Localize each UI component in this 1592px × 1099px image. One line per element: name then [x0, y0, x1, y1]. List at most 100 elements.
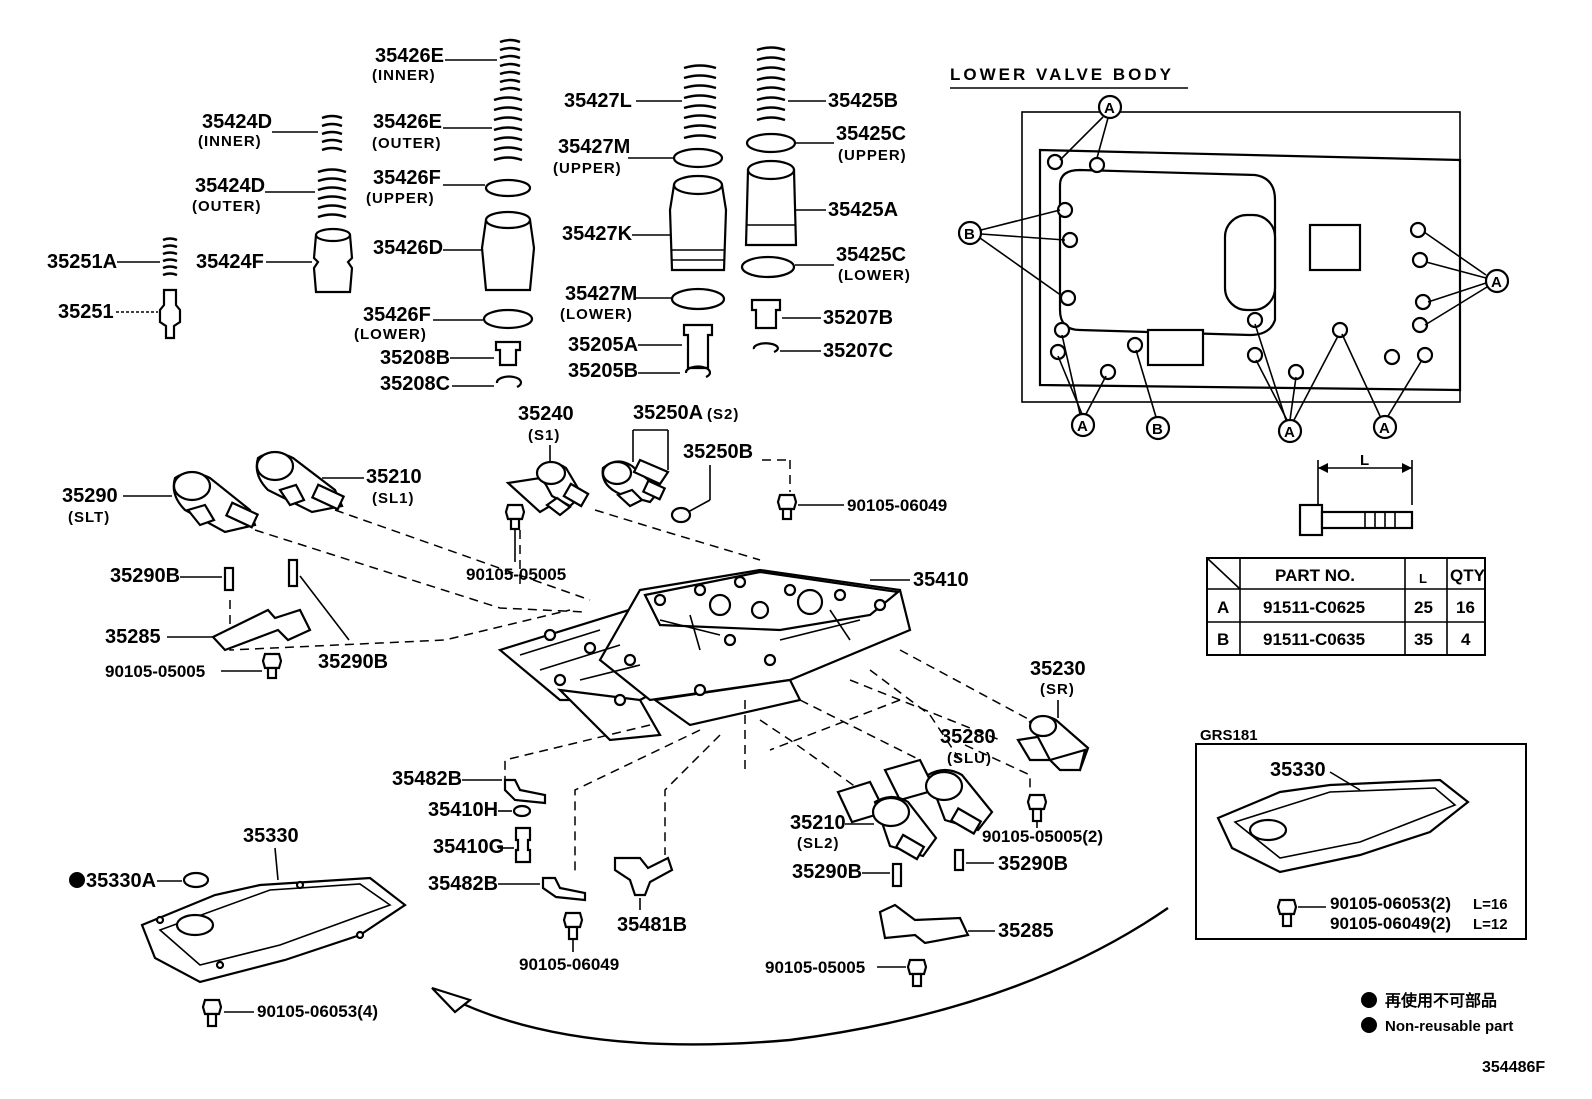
clip-35205B: [684, 365, 711, 379]
diagram-code: 354486F: [1482, 1059, 1545, 1076]
label-35427K: 35427K: [562, 223, 633, 245]
label-35210-sl1: 35210: [366, 466, 422, 488]
springs-group-left: 35426E (INNER) 35426E (OUTER) 35426F (UP…: [47, 38, 536, 395]
label-35427M-upper: 35427M: [558, 136, 630, 158]
legend-dot-en: [1361, 1017, 1377, 1033]
bracket-35285-right: [878, 903, 970, 945]
label-35426F-lower: 35426F: [363, 304, 431, 326]
label-35410H: 35410H: [428, 799, 498, 821]
label-35251A: 35251A: [47, 251, 117, 273]
label-35280-sub: (SLU): [947, 750, 992, 767]
solenoid-35290-slt: [172, 470, 260, 534]
plate-port: [1223, 213, 1277, 312]
label-35426F-upper-sub: (UPPER): [366, 190, 435, 207]
label-35205B: 35205B: [568, 360, 638, 382]
marker-a-bottom-1: A: [1057, 334, 1107, 438]
solenoid-35250A-s2: [601, 458, 670, 508]
solenoid-35240-s1: [505, 460, 590, 517]
label-35250A-sub: (S2): [707, 406, 739, 423]
label-35285-right: 35285: [998, 920, 1054, 942]
label-35290B-left2: 35290B: [318, 651, 388, 673]
clip-35207C: [752, 342, 779, 354]
marker-a-bottom-2: A: [1254, 323, 1339, 444]
valve-block-a: [1308, 223, 1362, 272]
table-row-a-partno: 91511-C0625: [1263, 598, 1365, 617]
gasket-35330A: [182, 871, 210, 889]
table-header-qty: QTY: [1450, 566, 1486, 585]
label-bolt-90105-05005-left: 90105-05005: [105, 662, 205, 681]
label-35424F: 35424F: [196, 251, 264, 273]
legend-jp: 再使用不可部品: [1385, 991, 1497, 1010]
bolt-90105-06049-bottom: [562, 911, 584, 941]
bolt-90105-05005-left: [261, 652, 283, 680]
label-35285-left: 35285: [105, 626, 161, 648]
bolt-90105-05005-bottom: [906, 958, 928, 988]
sleeve-35426D: [480, 218, 536, 292]
ring-35427M-lower: [670, 287, 726, 311]
spring-35427L: [683, 64, 717, 140]
ring-35427M-upper: [672, 147, 724, 169]
label-35205A: 35205A: [568, 334, 638, 356]
lower-middle-parts: 35482B 35410H 35410G 35482B 90105-06049 …: [392, 768, 687, 974]
table-row-a-qty: 16: [1456, 598, 1475, 617]
label-bolt-90105-05005-2: 90105-05005(2): [982, 827, 1103, 846]
inset-title: LOWER VALVE BODY: [950, 65, 1174, 84]
marker-a-right: A: [1423, 231, 1510, 326]
label-35425B: 35425B: [828, 90, 898, 112]
label-35230: 35230: [1030, 658, 1086, 680]
label-35410G: 35410G: [433, 836, 504, 858]
clip-35482B-upper: [503, 778, 547, 805]
legend-en: Non-reusable part: [1385, 1018, 1513, 1035]
valve-body-35410: [497, 568, 912, 742]
svg-text:A: A: [1491, 274, 1503, 291]
bolt-90105-06053-4: [201, 998, 223, 1028]
label-35210-sl1-sub: (SL1): [372, 490, 415, 507]
spring-35424D-inner: [321, 114, 343, 152]
svg-text:B: B: [964, 226, 976, 243]
valve-block-b: [1146, 328, 1205, 367]
plug-35410G: [514, 826, 532, 864]
label-35426E-outer-sub: (OUTER): [372, 135, 442, 152]
plug-35207B: [750, 298, 782, 330]
oil-strainer-group: 35330 35330A 90105-06053(4): [69, 825, 407, 1028]
grs181-bolt-line2: 90105-06049(2): [1330, 914, 1451, 933]
bolt-table: PART NO. L QTY A 91511-C0625 25 16 B 915…: [1206, 557, 1486, 656]
label-35426F-lower-sub: (LOWER): [354, 326, 427, 343]
label-35330A: 35330A: [86, 870, 156, 892]
pin-35290B-right2: [891, 862, 903, 888]
grs181-strainer-35330: [1216, 778, 1470, 874]
label-35424D-outer-sub: (OUTER): [192, 198, 262, 215]
svg-text:A: A: [1379, 420, 1391, 437]
ring-35425C-lower: [740, 255, 796, 279]
label-35424D-inner: 35424D: [202, 111, 272, 133]
label-bolt-90105-05005-bottom: 90105-05005: [765, 958, 865, 977]
ring-35425C-upper: [745, 132, 797, 154]
label-35424D-inner-sub: (INNER): [198, 133, 262, 150]
grs181-bolt-line1: 90105-06053(2): [1330, 894, 1451, 913]
label-bolt-90105-05005-top: 90105-05005: [466, 565, 566, 584]
ring-35426F-lower: [482, 308, 534, 330]
label-35290: 35290: [62, 485, 118, 507]
non-reusable-mark: [69, 872, 85, 888]
pin-35290B-left: [223, 566, 235, 592]
label-35240: 35240: [518, 403, 574, 425]
svg-text:B: B: [1152, 421, 1164, 438]
label-35290B-left: 35290B: [110, 565, 180, 587]
spring-35251A: [162, 237, 178, 277]
label-35280: 35280: [940, 726, 996, 748]
table-header-partno: PART NO.: [1275, 566, 1355, 585]
table-row-b-key: B: [1217, 630, 1229, 649]
label-35426F-upper: 35426F: [373, 167, 441, 189]
label-35425C-lower: 35425C: [836, 244, 906, 266]
label-35250A: 35250A: [633, 402, 703, 424]
label-35210-sl2-sub: (SL2): [797, 835, 840, 852]
label-35424D-outer: 35424D: [195, 175, 265, 197]
pin-35290B-right: [953, 848, 965, 872]
label-35230-sub: (SR): [1040, 681, 1075, 698]
bracket-35285-left: [211, 608, 312, 652]
bolt-holes: [1046, 153, 1434, 381]
oring-35250B: [670, 506, 692, 524]
table-row-a-key: A: [1217, 598, 1229, 617]
label-35208B: 35208B: [380, 347, 450, 369]
strainer-35330: [140, 876, 407, 984]
